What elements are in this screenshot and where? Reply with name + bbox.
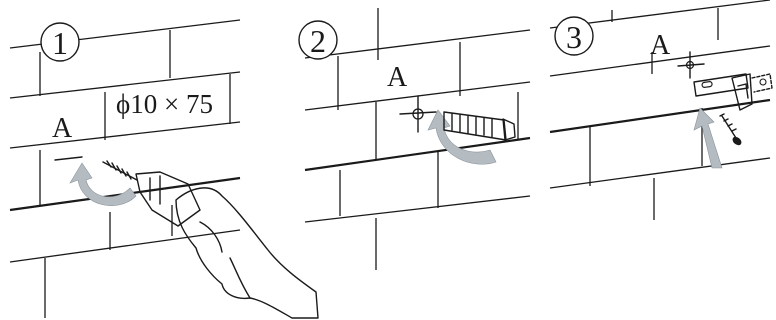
curved-arrow-icon bbox=[427, 109, 497, 165]
panel-step-1: 1 A ϕ10 × 75 bbox=[9, 19, 319, 319]
mark-a-2: A bbox=[387, 62, 408, 93]
mounting-bracket-icon bbox=[693, 73, 773, 111]
step-3-badge: 3 bbox=[554, 16, 594, 56]
panel-step-2: 2 A bbox=[298, 8, 531, 270]
brick-wall-2 bbox=[304, 8, 531, 270]
step-1-number: 1 bbox=[52, 25, 68, 61]
drill-icon bbox=[102, 160, 201, 227]
mark-a-1: A bbox=[52, 113, 73, 144]
curved-arrow-icon bbox=[693, 107, 723, 169]
step-2-badge: 2 bbox=[298, 20, 338, 60]
panel-step-3: 3 A bbox=[549, 0, 773, 220]
crosshair-icon bbox=[677, 51, 705, 79]
step-3-number: 3 bbox=[566, 19, 582, 55]
anchor-spec: ϕ10 × 75 bbox=[116, 89, 213, 119]
brick-wall-1 bbox=[9, 19, 241, 318]
mark-a-3: A bbox=[650, 30, 671, 61]
hand-icon bbox=[175, 187, 319, 319]
crosshair-icon bbox=[399, 95, 437, 133]
step-2-number: 2 bbox=[310, 23, 326, 59]
step-1-badge: 1 bbox=[40, 22, 80, 62]
screw-icon bbox=[719, 113, 742, 146]
wall-anchor-icon bbox=[443, 111, 516, 141]
crosshair-icon bbox=[54, 156, 83, 161]
